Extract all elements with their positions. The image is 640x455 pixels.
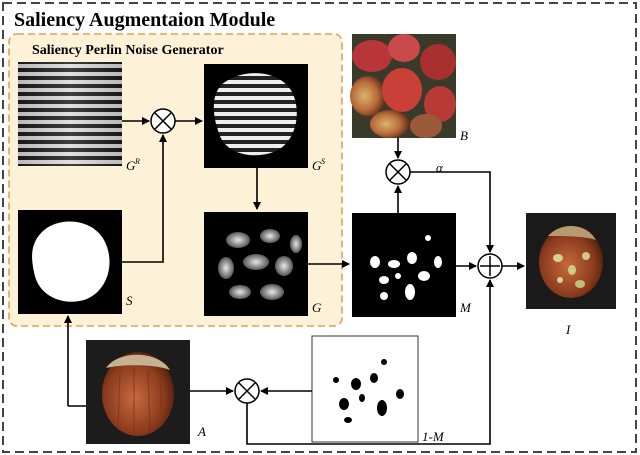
- connectors: [64, 117, 525, 445]
- generator-title: Saliency Perlin Noise Generator: [32, 43, 224, 58]
- s-label: S: [126, 293, 133, 308]
- a-label: A: [197, 424, 206, 439]
- i-label: I: [565, 322, 571, 337]
- gs-image: [204, 64, 308, 168]
- i-image: [526, 213, 616, 309]
- gr-label-sup: R: [134, 157, 140, 166]
- one-minus-m-label: 1-M: [422, 429, 445, 444]
- b-image: [350, 34, 456, 138]
- alpha-label: α: [436, 160, 444, 175]
- m-image: [352, 213, 456, 317]
- gr-label: G: [126, 158, 136, 173]
- multiply-node-1: [150, 108, 176, 134]
- multiply-node-2: [385, 159, 411, 185]
- b-label: B: [460, 128, 468, 143]
- m-label: M: [459, 300, 472, 315]
- add-node: [477, 253, 503, 279]
- multiply-node-3: [234, 378, 260, 404]
- gs-label-sup: S: [321, 157, 325, 166]
- module-title: Saliency Augmentaion Module: [14, 9, 275, 31]
- g-label: G: [312, 300, 322, 315]
- a-image: [86, 340, 190, 444]
- gr-image: [18, 62, 122, 166]
- one-minus-m-image: [311, 335, 419, 443]
- s-image: [18, 210, 122, 314]
- g-image: [204, 212, 308, 316]
- gs-label: G: [312, 158, 322, 173]
